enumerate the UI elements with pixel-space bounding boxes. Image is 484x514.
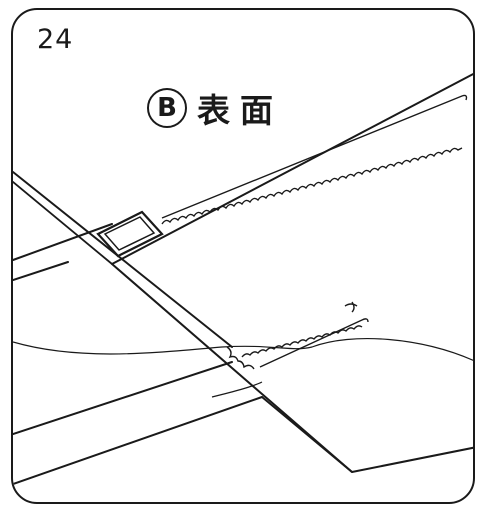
- thread-line: [13, 337, 473, 361]
- circled-letter-badge: B: [147, 88, 187, 128]
- tape-strip: [13, 171, 233, 348]
- decorative-stitch-upper: [161, 147, 463, 225]
- step-number: 24: [37, 24, 74, 55]
- thread-line-2: [211, 381, 263, 398]
- illustration-panel: 24 B 表面: [11, 8, 475, 504]
- fabric-top-layer: [111, 72, 473, 473]
- presser-foot: [96, 210, 164, 258]
- table-edge: [13, 181, 113, 265]
- side-label-text: 表面: [197, 91, 283, 130]
- tape-lower-strip: [13, 361, 263, 485]
- decorative-stitch-lower: [241, 325, 363, 358]
- sewing-illustration: [13, 72, 473, 485]
- side-label: B 表面: [147, 84, 283, 132]
